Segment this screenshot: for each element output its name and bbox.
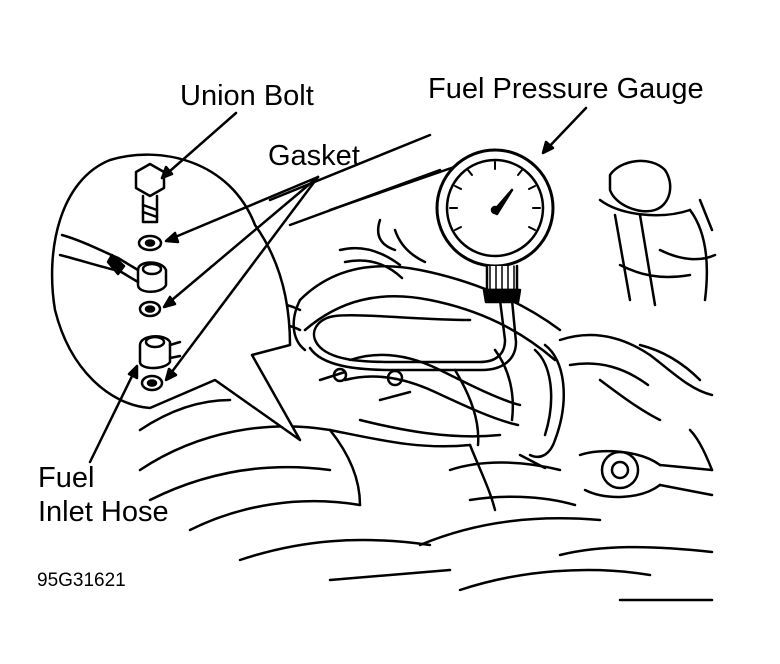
label-fuel-inlet-hose-line1: Fuel	[38, 462, 95, 494]
engine-bay-drawing	[138, 133, 717, 602]
union-bolt-assembly	[106, 162, 182, 392]
label-fuel-pressure-gauge: Fuel Pressure Gauge	[428, 73, 704, 105]
label-gasket: Gasket	[268, 140, 360, 172]
label-union-bolt: Union Bolt	[180, 80, 314, 112]
label-fuel-inlet-hose-line2: Inlet Hose	[38, 496, 169, 528]
union-bolt-head-icon	[134, 162, 166, 198]
figure-code: 95G31621	[37, 570, 126, 591]
leader-lines	[88, 106, 588, 464]
fuel-pressure-gauge-drawing	[435, 148, 555, 304]
gauge-dial-icon	[445, 158, 545, 258]
